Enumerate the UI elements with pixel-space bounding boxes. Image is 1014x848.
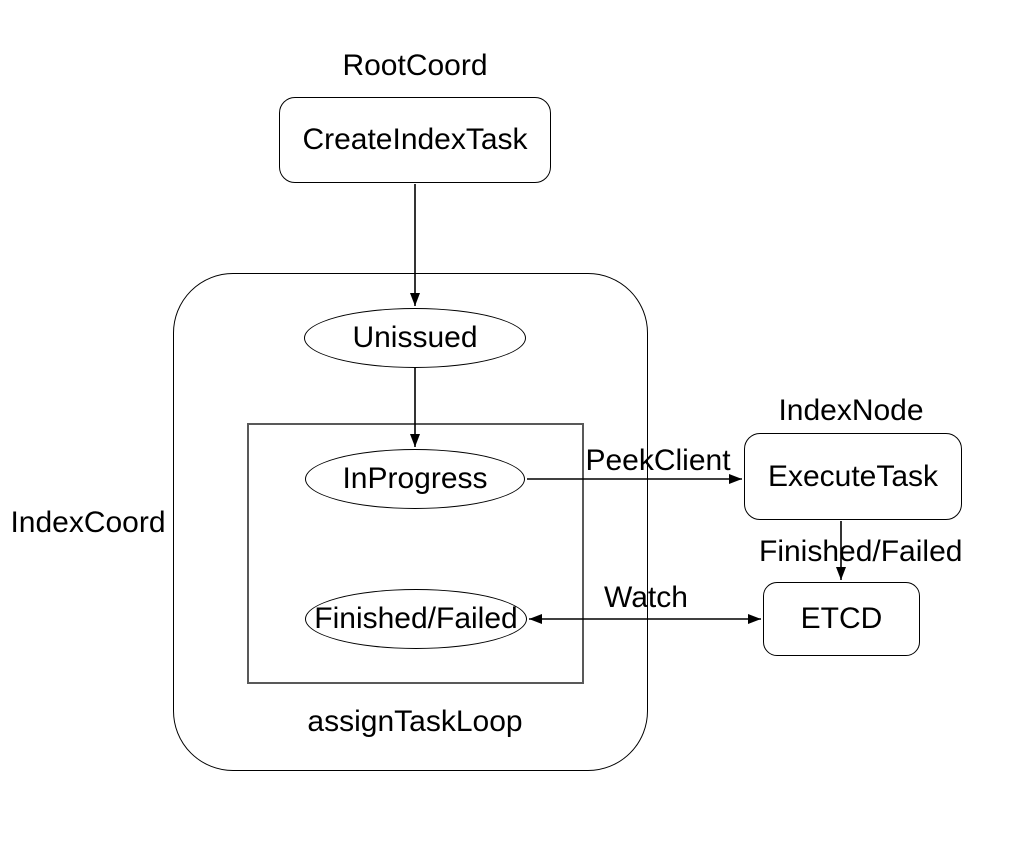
index-coord-group-outline [173,273,648,771]
group-label-assign-task-loop: assignTaskLoop [307,705,523,738]
edge-label-finished-failed: Finished/Failed [759,535,963,568]
node-create-index-task-label: CreateIndexTask [302,123,528,156]
node-etcd-label: ETCD [800,602,883,635]
edge-label-peek-client: PeekClient [585,444,731,477]
node-create-index-task: CreateIndexTask [279,97,551,183]
node-unissued: Unissued [304,308,526,368]
node-in-progress: InProgress [305,449,525,509]
node-execute-task: ExecuteTask [744,433,962,520]
group-label-root-coord: RootCoord [342,49,488,82]
node-execute-task-label: ExecuteTask [767,459,939,493]
node-finished-failed-label: Finished/Failed [314,602,518,635]
node-etcd: ETCD [763,582,920,656]
node-unissued-label: Unissued [352,321,478,354]
node-in-progress-label: InProgress [342,462,488,495]
edge-label-watch: Watch [604,581,688,614]
group-label-index-coord: IndexCoord [10,506,166,539]
node-finished-failed: Finished/Failed [305,589,527,649]
group-label-index-node: IndexNode [778,394,924,427]
